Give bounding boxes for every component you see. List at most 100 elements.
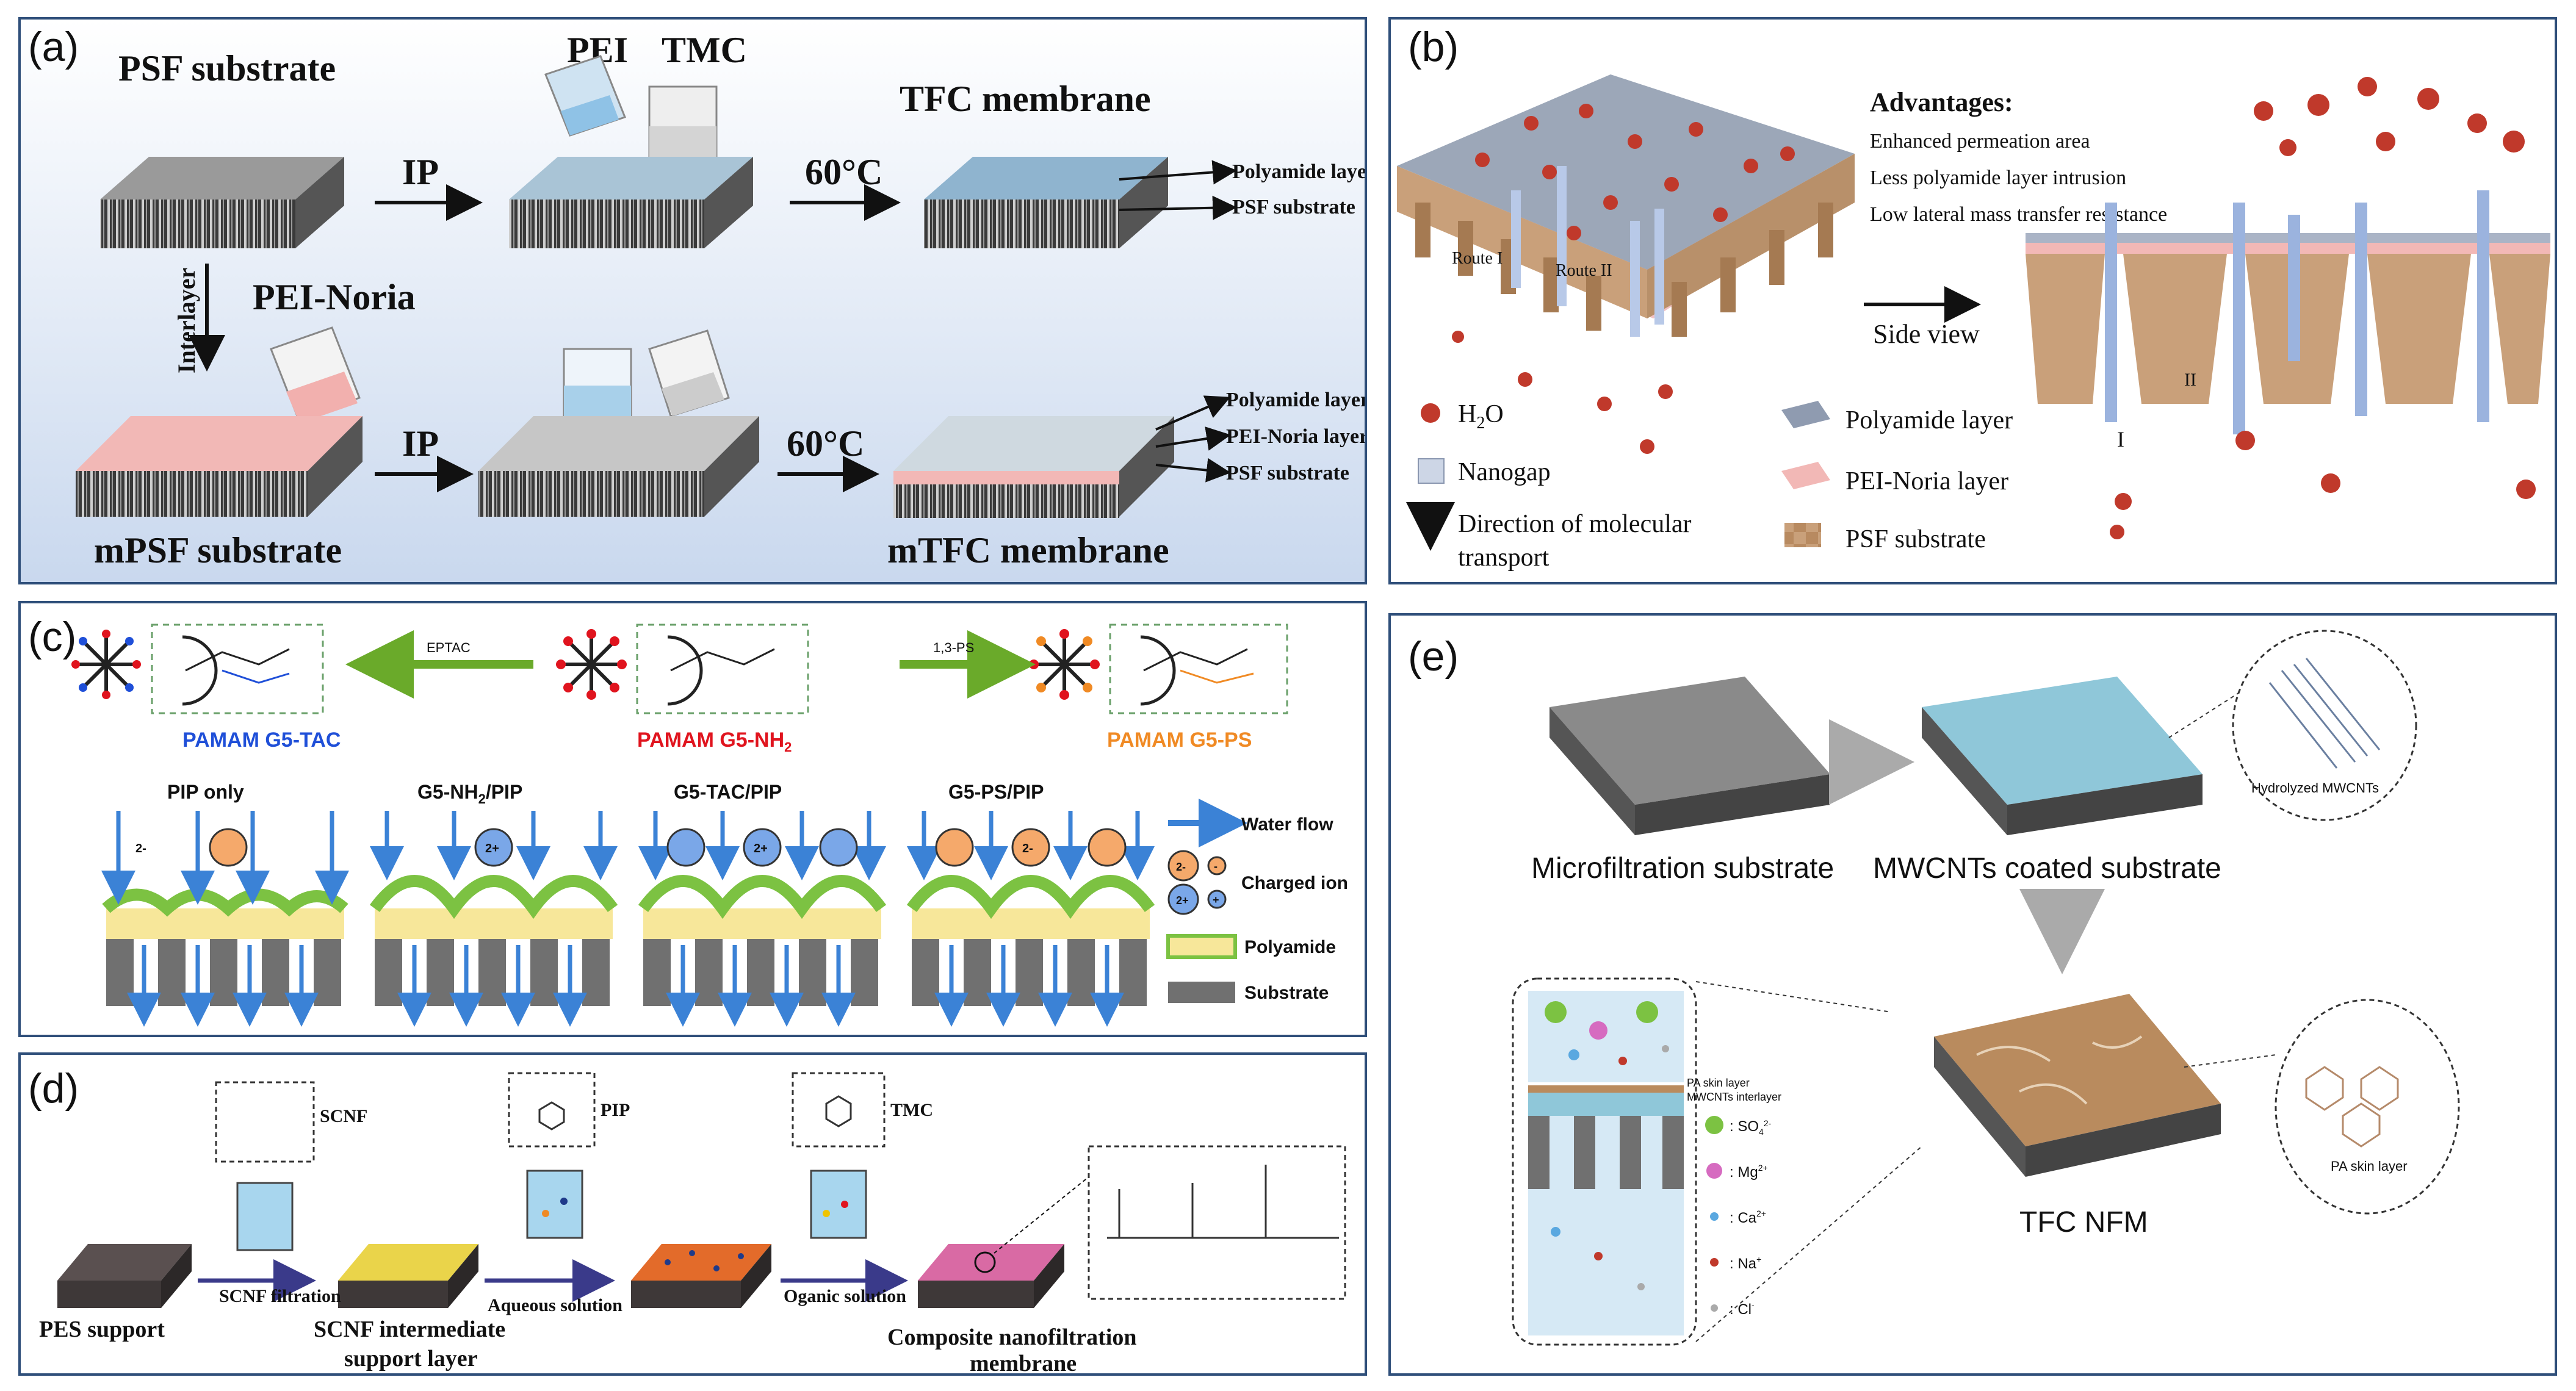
polyamide-legend-label: Polyamide	[1244, 937, 1336, 957]
temp-top: 60°C	[805, 152, 882, 192]
pa-skin-layer-side-label: PA skin layer	[1687, 1077, 1750, 1089]
ion-legend-minus-text: -	[1214, 860, 1218, 872]
legend-psf: PSF substrate	[1845, 525, 1986, 553]
ion-cl-icon	[1711, 1304, 1718, 1312]
panel-e-diagram: (e) Hydrolyzed MWCNTs Microfiltration su…	[1408, 630, 2460, 1346]
ion-ca-label: : Ca2+	[1730, 1209, 1766, 1226]
membrane-schematics	[101, 811, 1155, 1027]
route-2-label: Route II	[1556, 261, 1612, 280]
panel-b: (b) Route I Route II Advantages: Enhance…	[1388, 17, 2557, 584]
pei-noria-layer-label: PEI-Noria layer	[1226, 425, 1367, 448]
scnf-beaker	[236, 1182, 294, 1251]
ps-structure-box	[1109, 624, 1288, 714]
panel-a: (a) PSF substrate PEI TMC TFC membrane I…	[18, 17, 1367, 584]
mwcnts-coated-substrate-block	[1922, 677, 2203, 835]
advantage-3: Low lateral mass transfer resistance	[1870, 203, 2167, 226]
ion-legend-2minus	[1167, 850, 1199, 882]
pamam-ps-label: PAMAM G5-PS	[1107, 728, 1252, 752]
ps13-label: 1,3-PS	[933, 640, 974, 655]
ion-g5tac: 2+	[754, 842, 768, 855]
pip-coated-block	[631, 1244, 771, 1308]
pip-structure-box	[508, 1072, 596, 1148]
g5nh2-pip-label: G5-NH2/PIP	[417, 781, 522, 807]
ion-legend-minus	[1207, 856, 1227, 875]
ip-top: IP	[402, 152, 439, 192]
ion-legend-2plus-text: 2+	[1176, 894, 1189, 907]
ion-legend-plus-text: +	[1213, 894, 1219, 906]
side-view-label: Side view	[1873, 319, 1980, 349]
tfc-nfm-label: TFC NFM	[2019, 1206, 2148, 1238]
ion-ca-icon	[1710, 1212, 1719, 1221]
tfc-nfm-block	[1934, 994, 2221, 1177]
mtfc-membrane-title: mTFC membrane	[887, 530, 1169, 570]
substrate-legend-label: Substrate	[1244, 983, 1329, 1003]
advantage-1: Enhanced permeation area	[1870, 130, 2090, 153]
polyamide-legend-icon	[1166, 934, 1237, 959]
panel-e: (e) Hydrolyzed MWCNTs Microfiltration su…	[1388, 613, 2557, 1376]
eptac-label: EPTAC	[427, 640, 471, 655]
panel-b-diagram: (b) Route I Route II Advantages: Enhance…	[1397, 24, 2550, 572]
legend-direction-2: transport	[1458, 544, 1550, 572]
pamam-tac-label: PAMAM G5-TAC	[182, 728, 341, 752]
ion-g5ps: 2-	[1022, 842, 1033, 855]
panel-a-label: (a)	[28, 24, 79, 70]
route-1-label: Route I	[1452, 249, 1503, 268]
scnf-intermediate-label-1: SCNF intermediate	[314, 1317, 505, 1342]
panel-d: (d) SCNF PIP TMC SCNF filtration Aqueous…	[18, 1052, 1367, 1376]
pei-coated-slab	[509, 157, 753, 248]
ion-pip-only: 2-	[135, 842, 146, 855]
mwcnts-coated-substrate-label: MWCNTs coated substrate	[1873, 852, 2221, 885]
advantage-2: Less polyamide layer intrusion	[1870, 167, 2126, 189]
pa-skin-layer-label: PA skin layer	[2331, 1159, 2408, 1174]
pip-only-label: PIP only	[167, 781, 244, 803]
panel-e-label: (e)	[1408, 633, 1459, 680]
ion-g5nh2: 2+	[485, 842, 499, 855]
ion-legend-2minus-text: 2-	[1176, 861, 1186, 873]
tmc-structure-box	[792, 1072, 886, 1148]
scnf-intermediate-block	[338, 1244, 478, 1308]
pes-support-block	[57, 1244, 192, 1308]
pei-noria-beaker	[270, 326, 361, 423]
tmc-ring-icon	[825, 1095, 852, 1127]
ip-bottom: IP	[402, 423, 439, 464]
mwcnts-interlayer-label: MWCNTs interlayer	[1687, 1091, 1781, 1103]
pei-noria-title: PEI-Noria	[253, 277, 416, 317]
hydrolyzed-mwcnts-label: Hydrolyzed MWCNTs	[2251, 780, 2379, 796]
tfc-membrane-title: TFC membrane	[900, 79, 1151, 119]
legend-nanogap: Nanogap	[1458, 458, 1551, 486]
panel-c-label: (c)	[28, 614, 76, 660]
composite-label-1: Composite nanofiltration	[887, 1325, 1137, 1350]
dendrimer-ps	[1029, 629, 1100, 700]
temp-bottom: 60°C	[787, 423, 864, 464]
cross-section-view	[1528, 991, 1684, 1335]
pip-ring-icon	[538, 1101, 565, 1130]
tmc-beaker	[810, 1170, 867, 1239]
tmc-title: TMC	[662, 30, 747, 70]
substrate-legend-icon	[1168, 982, 1235, 1003]
psf-substrate-title: PSF substrate	[118, 48, 336, 88]
panel-c-diagram: (c) EPTAC 1,3-PS PAMAM G5-TAC PAMAM G5-N…	[28, 614, 1348, 1027]
water-flow-label: Water flow	[1241, 814, 1333, 835]
legend-water-icon	[1421, 403, 1440, 423]
side-mark-1: I	[2117, 427, 2124, 451]
polyamide-layer-bottom-label: Polyamide layer	[1226, 389, 1367, 411]
pamam-nh2-label: PAMAM G5-NH2	[637, 728, 792, 755]
polyamide-layer-top-label: Polyamide layer	[1232, 160, 1367, 183]
legend-nanogap-icon	[1418, 458, 1445, 484]
pei-tmc-beakers	[544, 55, 718, 161]
scnf-structure-box	[215, 1081, 315, 1163]
legend-polyamide-icon	[1781, 401, 1830, 428]
advantages-title: Advantages:	[1870, 87, 2013, 117]
psf-substrate-bottom-label: PSF substrate	[1226, 462, 1349, 484]
ion-so4-icon	[1705, 1116, 1723, 1134]
panel-d-label: (d)	[28, 1065, 79, 1112]
legend-pei-noria: PEI-Noria layer	[1845, 467, 2008, 495]
scnf-label: SCNF	[320, 1106, 367, 1126]
panel-a-diagram: (a) PSF substrate PEI TMC TFC membrane I…	[28, 24, 1367, 570]
psf-substrate-top-label: PSF substrate	[1232, 196, 1355, 218]
dendrimer-tac	[71, 630, 141, 699]
legend-polyamide: Polyamide layer	[1845, 406, 2013, 434]
legend-direction-1: Direction of molecular	[1458, 510, 1692, 538]
ion-legend-2plus	[1167, 883, 1199, 915]
tac-structure-box	[151, 624, 324, 714]
